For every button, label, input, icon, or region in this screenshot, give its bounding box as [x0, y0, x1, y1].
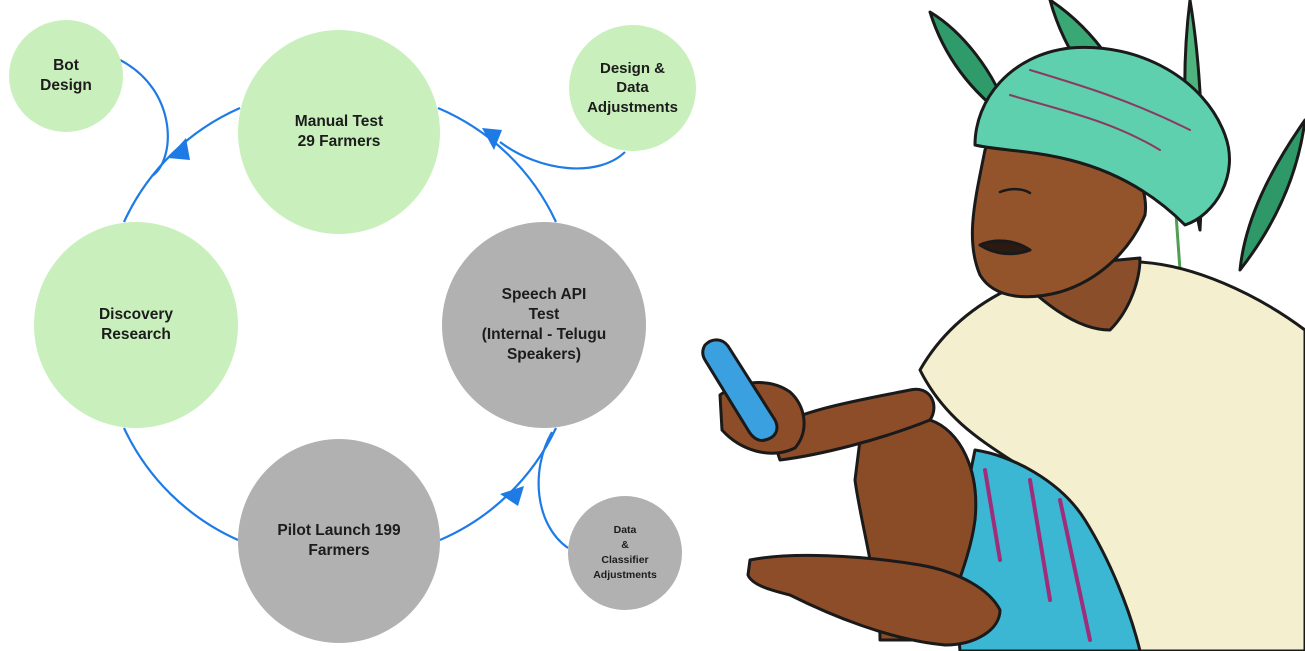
- node-discovery-research: Discovery Research: [34, 222, 238, 428]
- arrowhead-data-classifier: [500, 486, 524, 506]
- node-design-data-adjustments-label: Design & Data Adjustments: [587, 59, 678, 116]
- turban: [973, 45, 1231, 227]
- node-speech-api-test: Speech API Test (Internal - Telugu Speak…: [442, 222, 646, 428]
- moustache: [978, 239, 1032, 256]
- node-manual-test-label: Manual Test 29 Farmers: [294, 112, 384, 150]
- arrowhead-bot-design: [168, 138, 190, 160]
- node-data-classifier-adjustments: Data & Classifier Adjustments: [568, 496, 682, 610]
- node-bot-design: Bot Design: [9, 20, 123, 132]
- arc-bot-design-loop: [119, 59, 169, 177]
- arc-manual-to-speech: [437, 106, 557, 223]
- arc-pilot-to-discovery: [123, 427, 239, 542]
- arc-data-classifier-loop: [537, 431, 569, 549]
- arc-design-data-loop: [499, 141, 626, 170]
- node-data-classifier-adjustments-label: Data & Classifier Adjustments: [593, 523, 657, 582]
- arrowhead-design-data: [482, 128, 502, 150]
- leaf-right: [1238, 118, 1305, 272]
- phone-icon: [701, 338, 779, 442]
- node-pilot-launch: Pilot Launch 199 Farmers: [238, 439, 440, 643]
- node-speech-api-test-label: Speech API Test (Internal - Telugu Speak…: [481, 285, 607, 364]
- node-pilot-launch-label: Pilot Launch 199 Farmers: [277, 521, 401, 559]
- arm-upper: [768, 387, 936, 462]
- pointing-arm: [746, 553, 1002, 647]
- eye: [998, 187, 1032, 195]
- node-manual-test: Manual Test 29 Farmers: [238, 30, 440, 234]
- node-discovery-research-label: Discovery Research: [98, 305, 174, 343]
- node-bot-design-label: Bot Design: [40, 56, 92, 94]
- node-design-data-adjustments: Design & Data Adjustments: [569, 25, 696, 151]
